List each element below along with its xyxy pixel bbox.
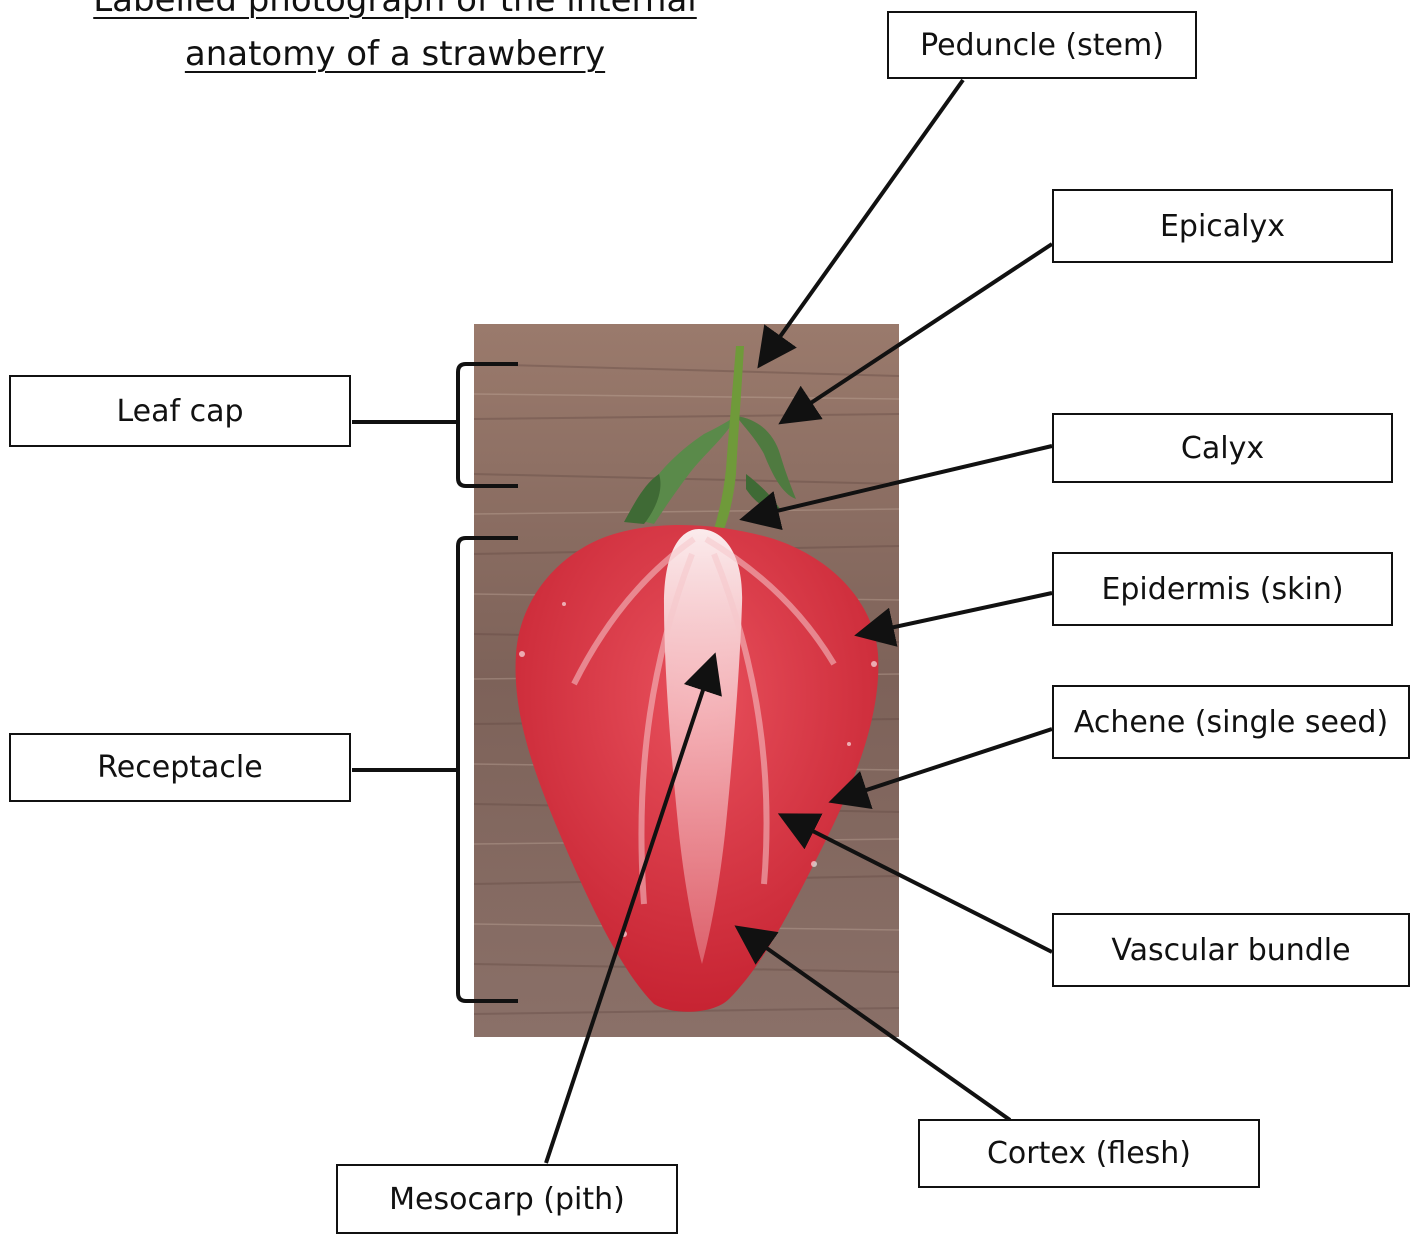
label-leaf-cap: Leaf cap	[9, 375, 351, 447]
peduncle-arrow	[762, 80, 963, 362]
diagram-title-line-1: Labelled photograph of the internal	[40, 0, 750, 20]
label-achene: Achene (single seed)	[1052, 685, 1410, 759]
label-calyx: Calyx	[1052, 413, 1393, 483]
label-peduncle: Peduncle (stem)	[887, 11, 1197, 79]
label-vascular-bundle: Vascular bundle	[1052, 913, 1410, 987]
label-receptacle: Receptacle	[9, 733, 351, 802]
label-epicalyx: Epicalyx	[1052, 189, 1393, 263]
label-mesocarp: Mesocarp (pith)	[336, 1164, 678, 1234]
strawberry-photograph	[474, 324, 899, 1037]
label-epidermis: Epidermis (skin)	[1052, 552, 1393, 626]
label-cortex: Cortex (flesh)	[918, 1119, 1260, 1188]
diagram-title-line-2: anatomy of a strawberry	[40, 34, 750, 74]
